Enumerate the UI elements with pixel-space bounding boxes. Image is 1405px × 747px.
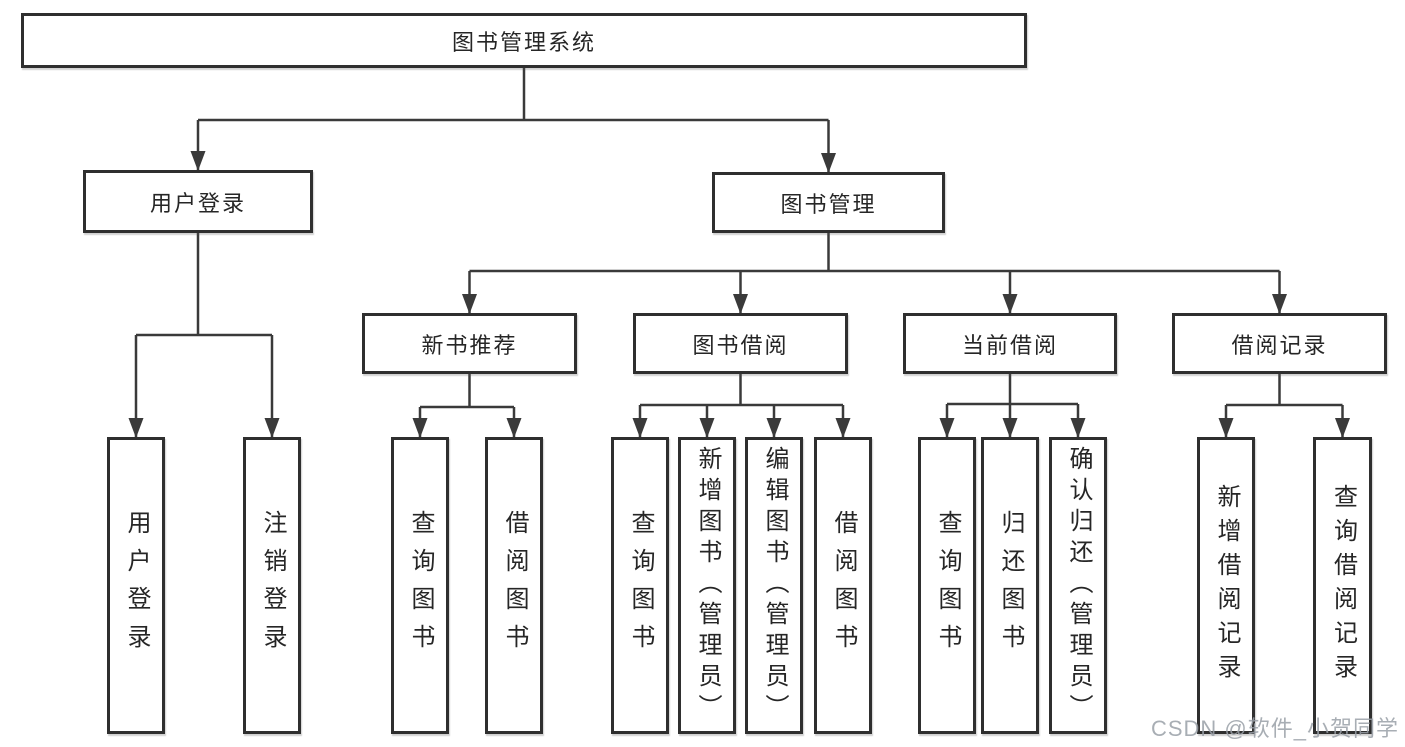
node-br-query-record: 查询借阅记录 [1313, 437, 1372, 734]
node-book-borrow: 图书借阅 [633, 313, 848, 374]
node-user-login-action: 用户登录 [107, 437, 165, 734]
node-label-book-borrow: 图书借阅 [692, 332, 789, 358]
node-logout-action: 注销登录 [243, 437, 301, 734]
node-label-br-query-record: 查询借阅记录 [1329, 483, 1357, 688]
node-br-add-record: 新增借阅记录 [1197, 437, 1255, 734]
node-label-user-login: 用户登录 [149, 190, 246, 216]
node-label-new-book-recommend: 新书推荐 [421, 332, 518, 358]
node-bb-query-book: 查询图书 [611, 437, 669, 734]
node-label-book-management: 图书管理 [780, 191, 877, 217]
node-label-borrow-records: 借阅记录 [1231, 332, 1328, 358]
node-nbr-query-book: 查询图书 [391, 437, 449, 734]
node-cb-confirm-return: 确认归还（管理员） [1049, 437, 1107, 734]
node-cb-return-book: 归还图书 [981, 437, 1039, 734]
node-label-cb-confirm-return: 确认归还（管理员） [1065, 446, 1092, 725]
node-cb-query-book: 查询图书 [918, 437, 976, 734]
node-new-book-recommend: 新书推荐 [362, 313, 577, 374]
node-label-br-add-record: 新增借阅记录 [1213, 483, 1240, 688]
node-label-bb-add-book: 新增图书（管理员） [694, 446, 721, 725]
node-label-logout-action: 注销登录 [259, 509, 286, 662]
node-label-root: 图书管理系统 [451, 29, 596, 55]
node-label-bb-borrow-book: 借阅图书 [830, 509, 857, 662]
node-label-user-login-action: 用户登录 [123, 509, 150, 662]
node-current-borrow: 当前借阅 [903, 313, 1117, 374]
node-nbr-borrow-book: 借阅图书 [485, 437, 543, 734]
node-borrow-records: 借阅记录 [1172, 313, 1387, 374]
csdn-watermark: CSDN @软件_小贺同学 [1150, 716, 1399, 741]
node-root: 图书管理系统 [21, 13, 1027, 68]
node-label-nbr-borrow-book: 借阅图书 [501, 509, 528, 662]
node-bb-add-book: 新增图书（管理员） [678, 437, 736, 734]
node-label-cb-query-book: 查询图书 [934, 509, 961, 662]
node-book-management: 图书管理 [712, 172, 945, 233]
node-bb-edit-book: 编辑图书（管理员） [745, 437, 803, 734]
node-label-bb-query-book: 查询图书 [627, 509, 654, 662]
node-label-current-borrow: 当前借阅 [961, 332, 1058, 358]
node-user-login: 用户登录 [83, 170, 313, 233]
node-bb-borrow-book: 借阅图书 [814, 437, 872, 734]
node-label-bb-edit-book: 编辑图书（管理员） [761, 446, 788, 725]
node-label-cb-return-book: 归还图书 [997, 509, 1024, 662]
node-label-nbr-query-book: 查询图书 [407, 509, 434, 662]
